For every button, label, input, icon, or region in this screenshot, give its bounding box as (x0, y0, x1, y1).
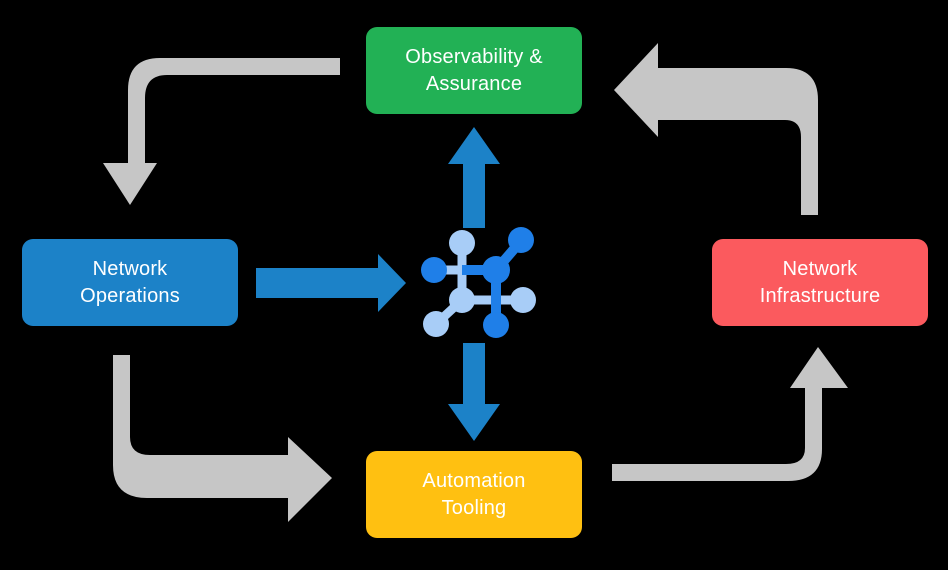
network-icon-nodes (421, 227, 536, 338)
arrow-observability-to-operations (103, 58, 340, 205)
arrow-operations-to-automation (113, 355, 332, 522)
arrow-operations-to-center (256, 254, 406, 312)
arrow-infrastructure-to-observability (614, 43, 818, 215)
arrow-center-to-observability (448, 127, 500, 228)
arrow-center-to-automation (448, 343, 500, 441)
node-network-operations[interactable]: Network Operations (22, 239, 238, 326)
arrow-automation-to-infrastructure (612, 347, 848, 481)
node-observability-assurance[interactable]: Observability & Assurance (366, 27, 582, 114)
network-icon-links (432, 237, 525, 328)
node-network-infrastructure[interactable]: Network Infrastructure (712, 239, 928, 326)
node-automation-tooling[interactable]: Automation Tooling (366, 451, 582, 538)
